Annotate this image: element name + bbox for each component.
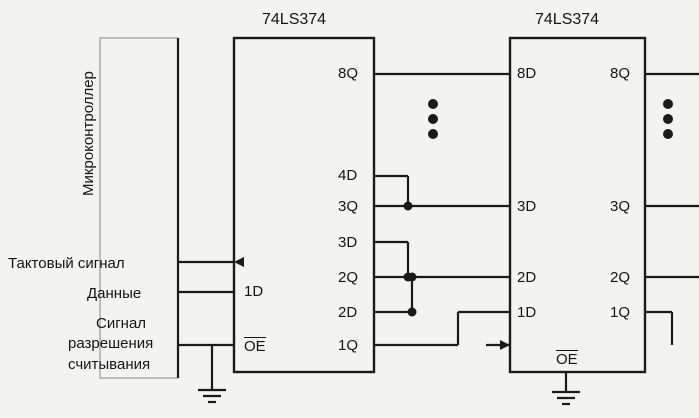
read-enable-label-3: считывания bbox=[68, 356, 151, 373]
junction-dot bbox=[403, 201, 413, 211]
chip1-pin-4d: 4D bbox=[338, 167, 358, 184]
chip1-pin-2d: 2D bbox=[338, 304, 358, 321]
data-label: Данные bbox=[87, 285, 142, 302]
clock-label: Тактовый сигнал bbox=[8, 255, 125, 272]
chip1-pin-3q: 3Q bbox=[338, 198, 359, 215]
chip2-title: 74LS374 bbox=[535, 11, 600, 28]
ellipsis-dot bbox=[663, 114, 673, 124]
read-enable-label-2: разрешения bbox=[68, 335, 154, 352]
chip1-pin-2q: 2Q bbox=[338, 269, 359, 286]
chip2-clock-arrow bbox=[500, 340, 510, 350]
chip1-title: 74LS374 bbox=[262, 11, 327, 28]
ellipsis-dot bbox=[428, 114, 438, 124]
chip2-pin-3d: 3D bbox=[517, 198, 537, 215]
microcontroller-label: Микроконтроллер bbox=[80, 71, 97, 196]
ellipsis-dot bbox=[428, 99, 438, 109]
junction-dot bbox=[407, 307, 417, 317]
junction-dot bbox=[407, 272, 417, 282]
chip2-pin-3q: 3Q bbox=[610, 198, 631, 215]
ellipsis-dot bbox=[663, 129, 673, 139]
ellipsis-dot bbox=[663, 99, 673, 109]
chip1-pin-1q: 1Q bbox=[338, 337, 359, 354]
chip2-oe: OE bbox=[556, 350, 578, 368]
ellipsis-dot bbox=[428, 129, 438, 139]
chip1-pin-8q: 8Q bbox=[338, 65, 359, 82]
chip1-pin-1d: 1D bbox=[244, 283, 264, 300]
chip2-pin-1q: 1Q bbox=[610, 304, 631, 321]
chip2-pin-2d: 2D bbox=[517, 269, 537, 286]
chip2-pin-8d: 8D bbox=[517, 65, 537, 82]
chip1-pin-3d: 3D bbox=[338, 234, 358, 251]
chip1-oe: OE bbox=[244, 337, 266, 355]
clock-arrow bbox=[234, 257, 244, 267]
read-enable-label-1: Сигнал bbox=[96, 315, 147, 332]
chip2-pin-2q: 2Q bbox=[610, 269, 631, 286]
chip2-pin-1d: 1D bbox=[517, 304, 537, 321]
chip2-pin-8q: 8Q bbox=[610, 65, 631, 82]
